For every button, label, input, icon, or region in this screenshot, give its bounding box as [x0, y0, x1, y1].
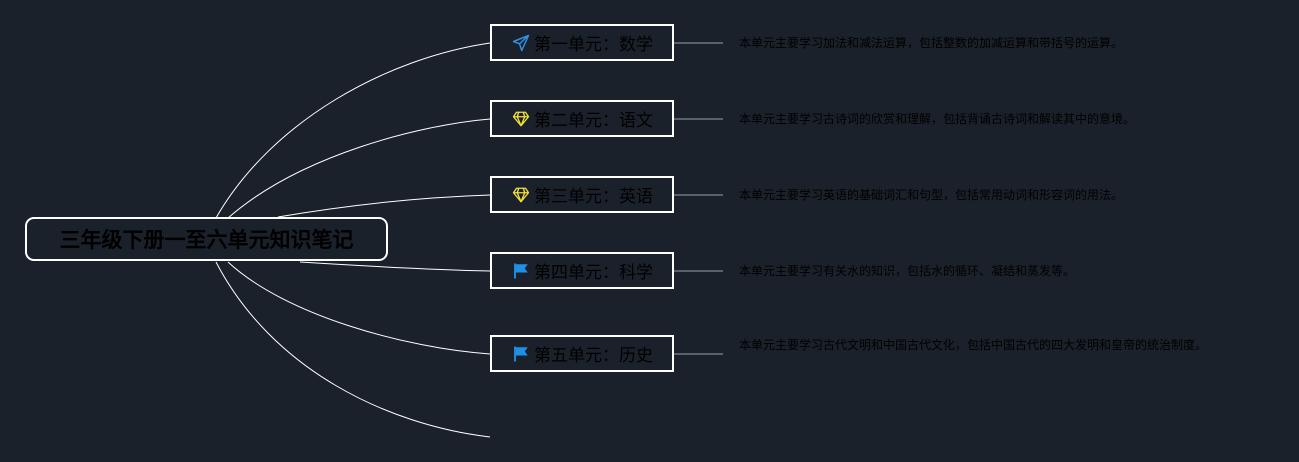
unit-node-2[interactable]: 第二单元：语文 [490, 100, 674, 137]
branch-line-unit-2 [227, 118, 491, 219]
unit-node-4[interactable]: 第四单元：科学 [490, 252, 674, 289]
branch-line-extra [215, 261, 491, 438]
unit-note-2: 本单元主要学习古诗词的欣赏和理解，包括背诵古诗词和解读其中的意境。 [739, 112, 1136, 126]
flag-icon [511, 261, 531, 281]
unit-note-5: 本单元主要学习古代文明和中国古代文化，包括中国古代的四大发明和皇帝的统治制度。 [739, 338, 1208, 352]
branch-line-unit-5 [227, 261, 491, 355]
diamond-icon [511, 185, 531, 205]
unit-node-label: 第一单元：数学 [534, 35, 653, 55]
flag-icon [511, 344, 531, 364]
branch-line-unit-3 [277, 194, 491, 218]
unit-node-label: 第二单元：语文 [534, 111, 653, 131]
unit-note-3: 本单元主要学习英语的基础词汇和句型，包括常用动词和形容词的用法。 [739, 188, 1124, 202]
paper-plane-icon [511, 33, 531, 53]
branch-line-unit-4 [299, 261, 491, 272]
branch-line-unit-1 [215, 42, 491, 219]
unit-note-1: 本单元主要学习加法和减法运算，包括整数的加减运算和带括号的运算。 [739, 36, 1124, 50]
unit-node-5[interactable]: 第五单元：历史 [490, 335, 674, 372]
unit-node-label: 第四单元：科学 [534, 263, 653, 283]
unit-node-1[interactable]: 第一单元：数学 [490, 24, 674, 61]
root-topic[interactable]: 三年级下册一至六单元知识笔记 [25, 217, 388, 261]
unit-node-label: 第五单元：历史 [534, 346, 653, 366]
unit-node-label: 第三单元：英语 [534, 187, 653, 207]
diamond-icon [511, 109, 531, 129]
root-topic-label: 三年级下册一至六单元知识笔记 [59, 228, 354, 252]
unit-note-4: 本单元主要学习有关水的知识，包括水的循环、凝结和蒸发等。 [739, 264, 1076, 278]
unit-node-3[interactable]: 第三单元：英语 [490, 176, 674, 213]
